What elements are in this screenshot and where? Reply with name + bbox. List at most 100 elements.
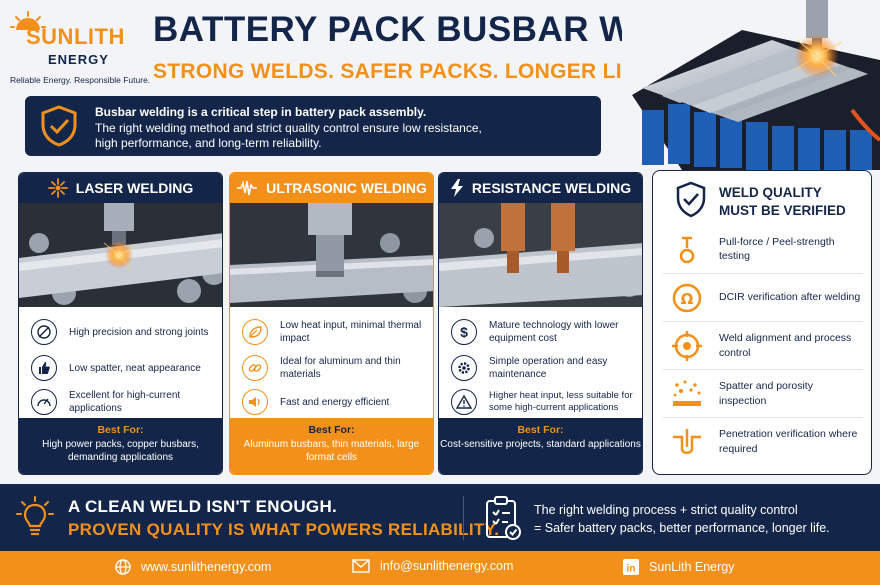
penetration-icon <box>667 422 707 462</box>
feature-text: Low spatter, neat appearance <box>69 362 201 374</box>
best-for-label: Best For: <box>97 424 144 436</box>
quality-item-alignment: Weld alignment and process control <box>663 321 863 369</box>
best-for-label: Best For: <box>308 424 355 436</box>
clipboard-check-icon <box>486 496 521 540</box>
svg-text:in: in <box>627 564 636 575</box>
dollar-icon: $ <box>451 319 477 345</box>
weld-quality-title-line-2: MUST BE VERIFIED <box>719 202 846 218</box>
best-for-text: Cost-sensitive projects, standard applic… <box>440 439 641 450</box>
warning-icon <box>451 389 477 415</box>
feature-text: Excellent for high-current applications <box>69 390 181 414</box>
shield-check-icon <box>41 105 77 147</box>
ultrasonic-welding-header: ULTRASONIC WELDING <box>230 173 433 203</box>
laser-welding-card: LASER WELDING High precision and strong … <box>18 172 223 475</box>
ultrasonic-feature-3: Fast and energy efficient <box>242 385 389 419</box>
globe-icon <box>115 559 131 575</box>
ultrasonic-welding-photo <box>230 203 433 307</box>
quality-item-text: Spatter and porosity inspection <box>719 380 813 407</box>
footer-linkedin[interactable]: in SunLith Energy <box>623 559 734 575</box>
feature-text: Simple operation and easy maintenance <box>489 356 608 380</box>
footer-email[interactable]: info@sunlithenergy.com <box>352 559 513 573</box>
spatter-icon <box>667 374 707 414</box>
gauge-icon <box>31 389 57 415</box>
intro-line-3: high performance, and long-term reliabil… <box>95 136 322 150</box>
banner-right-line-1: The right welding process + strict quali… <box>534 503 798 517</box>
intro-line-2: The right welding method and strict qual… <box>95 121 482 135</box>
hero-image <box>622 0 880 170</box>
laser-welding-photo <box>19 203 222 307</box>
banner-headline-2: PROVEN QUALITY IS WHAT POWERS RELIABILIT… <box>68 520 500 539</box>
leaf-icon <box>242 319 268 345</box>
laser-feature-1: High precision and strong joints <box>31 315 209 349</box>
quality-item-text: DCIR verification after welding <box>719 291 861 304</box>
quality-item-spatter: Spatter and porosity inspection <box>663 369 863 417</box>
best-for-text: Aluminum busbars, thin materials, large … <box>243 439 420 463</box>
quality-item-penetration: Penetration verification where required <box>663 417 863 465</box>
banner-divider <box>463 496 464 540</box>
logo: SUNLITH ENERGY Reliable Energy. Responsi… <box>10 8 150 85</box>
mail-icon <box>352 559 370 573</box>
resistance-welding-header: RESISTANCE WELDING <box>439 173 642 203</box>
thumbs-up-icon <box>31 355 57 381</box>
quality-item-pull-force: Pull-force / Peel-strength testing <box>663 225 863 273</box>
brand-name: SUNLITH <box>26 24 125 49</box>
resistance-welding-title: RESISTANCE WELDING <box>471 180 632 196</box>
feature-text: High precision and strong joints <box>69 326 209 338</box>
banner-right-line-2: = Safer battery packs, better performanc… <box>534 521 830 535</box>
quality-item-text: Pull-force / Peel-strength testing <box>719 235 835 262</box>
crosshair-icon <box>667 326 707 366</box>
lightning-icon <box>450 179 463 197</box>
lightbulb-icon <box>16 496 54 536</box>
laser-feature-2: Low spatter, neat appearance <box>31 351 201 385</box>
best-for-text: High power packs, copper busbars, demand… <box>42 439 199 463</box>
footer-website[interactable]: www.sunlithenergy.com <box>115 559 271 575</box>
feature-text: Higher heat input, less suitable for som… <box>489 389 633 413</box>
intro-line-1: Busbar welding is a critical step in bat… <box>95 105 427 119</box>
laser-burst-icon <box>47 178 68 198</box>
laser-best-for: Best For: High power packs, copper busba… <box>19 418 222 474</box>
weld-quality-title-line-1: WELD QUALITY <box>719 185 822 200</box>
best-for-label: Best For: <box>517 424 564 436</box>
feature-text: Mature technology with lower equipment c… <box>489 320 619 344</box>
svg-text:Ω: Ω <box>681 290 694 308</box>
resistance-welding-card: RESISTANCE WELDING $ Mature technology w… <box>438 172 643 475</box>
feature-text: Ideal for aluminum and thin materials <box>280 356 401 380</box>
resistance-feature-1: $ Mature technology with lower equipment… <box>451 315 642 349</box>
intro-box: Busbar welding is a critical step in bat… <box>25 96 601 156</box>
resistance-welding-photo <box>439 203 642 307</box>
feature-text: Low heat input, minimal thermal impact <box>280 320 422 344</box>
quality-item-text: Weld alignment and process control <box>719 332 852 359</box>
quality-item-text: Penetration verification where required <box>719 428 858 455</box>
page-subtitle: STRONG WELDS. SAFER PACKS. LONGER LIFE. <box>153 60 656 83</box>
link-icon <box>242 355 268 381</box>
target-precision-icon <box>31 319 57 345</box>
pull-test-icon <box>667 229 707 269</box>
laser-feature-3: Excellent for high-current applications <box>31 385 216 419</box>
website-link[interactable]: www.sunlithenergy.com <box>141 560 272 574</box>
feature-text: Fast and energy efficient <box>280 396 390 408</box>
weld-quality-title: WELD QUALITY MUST BE VERIFIED <box>719 184 846 219</box>
waveform-icon <box>237 180 258 196</box>
linkedin-link[interactable]: SunLith Energy <box>649 560 735 574</box>
weld-quality-panel: WELD QUALITY MUST BE VERIFIED Pull-force… <box>652 170 872 475</box>
email-link[interactable]: info@sunlithenergy.com <box>380 559 514 573</box>
laser-welding-header: LASER WELDING <box>19 173 222 203</box>
tagline: Reliable Energy. Responsible Future. <box>10 75 151 85</box>
gear-icon <box>451 355 477 381</box>
ultrasonic-feature-2: Ideal for aluminum and thin materials <box>242 351 433 385</box>
bottom-banner: A CLEAN WELD ISN'T ENOUGH. PROVEN QUALIT… <box>0 484 880 551</box>
resistance-feature-3: Higher heat input, less suitable for som… <box>451 385 642 419</box>
speaker-icon <box>242 389 268 415</box>
laser-welding-title: LASER WELDING <box>75 180 194 196</box>
ultrasonic-best-for: Best For: Aluminum busbars, thin materia… <box>230 418 433 474</box>
sun-icon <box>10 11 46 30</box>
brand-subname: ENERGY <box>48 52 109 67</box>
ultrasonic-feature-1: Low heat input, minimal thermal impact <box>242 315 433 349</box>
ultrasonic-welding-card: ULTRASONIC WELDING Low heat input, minim… <box>229 172 434 475</box>
shield-check-icon <box>676 181 706 218</box>
resistance-feature-2: Simple operation and easy maintenance <box>451 351 642 385</box>
resistance-best-for: Best For: Cost-sensitive projects, stand… <box>439 418 642 474</box>
linkedin-icon: in <box>623 559 639 575</box>
quality-item-dcir: Ω DCIR verification after welding <box>663 273 863 321</box>
footer: www.sunlithenergy.com info@sunlithenergy… <box>0 551 880 585</box>
